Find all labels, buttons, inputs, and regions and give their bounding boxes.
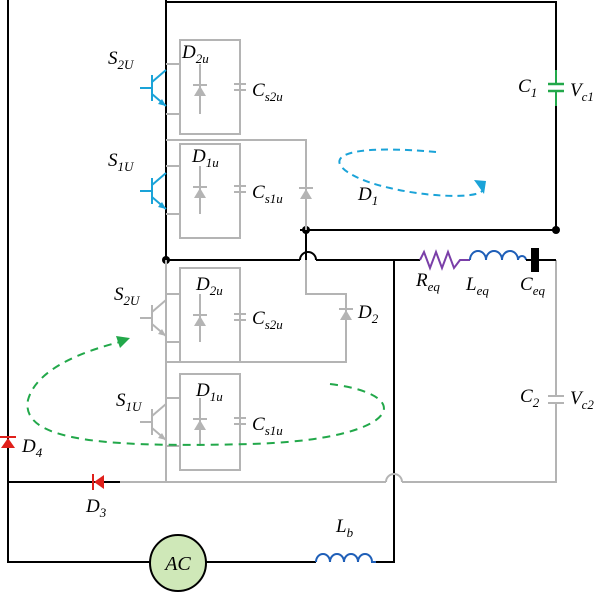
label-s2u-bottom: S2U [114, 284, 141, 308]
label-cs1u-bottom: Cs1u [252, 414, 283, 438]
s2u-bottom-switch [140, 299, 167, 337]
label-d1: D1 [357, 184, 378, 208]
s1u-bottom-switch [140, 403, 167, 441]
s1u-top-cell [140, 143, 246, 239]
leq-inductor [469, 250, 527, 261]
junction-dots [162, 226, 560, 264]
component-labels: S2U D2u Cs2u S1U D1u Cs1u D1 S2U D2u Cs2… [21, 42, 594, 540]
c2-capacitor [548, 380, 564, 420]
label-c2: C2 [520, 386, 540, 410]
ceq-capacitor [526, 248, 556, 272]
label-cs2u-top: Cs2u [252, 80, 283, 104]
label-vc2: Vc2 [570, 388, 594, 412]
s2u-top-cell [140, 39, 246, 135]
label-leq: Leq [465, 274, 489, 298]
s2u-top-switch [140, 69, 167, 107]
label-d4: D4 [21, 436, 43, 460]
s1u-top-switch [140, 172, 167, 210]
s2u-bottom-cell [140, 267, 246, 363]
d4-diode [0, 436, 16, 448]
label-d2u-top: D2u [181, 42, 209, 66]
d1u-bottom-diode [193, 398, 207, 446]
d2u-top-diode [193, 64, 207, 114]
label-s1u-top: S1U [108, 150, 135, 174]
s1u-bottom-cell [140, 373, 246, 471]
label-s2u-top: S2U [108, 48, 135, 72]
label-d1u-top: D1u [191, 146, 219, 170]
d3-diode [80, 474, 120, 490]
current-loop-upper [338, 148, 486, 197]
c1-capacitor [548, 70, 564, 106]
d1-diode [299, 180, 313, 200]
cs1u-bottom-capacitor [234, 398, 246, 446]
lb-inductor [315, 553, 376, 563]
cs2u-top-capacitor [234, 64, 246, 114]
cs2u-bottom-capacitor [234, 294, 246, 342]
label-req: Req [415, 270, 440, 294]
label-ceq: Ceq [520, 274, 545, 298]
label-cs1u-top: Cs1u [252, 182, 283, 206]
ac-source-label: AC [163, 553, 191, 575]
d1u-top-diode [193, 166, 207, 214]
d2-diode [339, 304, 353, 324]
label-lb: Lb [335, 516, 354, 540]
label-d2u-bottom: D2u [195, 274, 223, 298]
label-c1: C1 [518, 76, 537, 100]
req-resistor [419, 249, 470, 271]
inactive-wiring [120, 139, 557, 483]
label-vc1: Vc1 [570, 80, 594, 104]
label-d3: D3 [85, 496, 107, 520]
cs1u-top-capacitor [234, 166, 246, 214]
label-cs2u-bottom: Cs2u [252, 308, 283, 332]
current-loop-lower [26, 336, 385, 446]
label-s1u-bottom: S1U [116, 390, 143, 414]
label-d1u-bottom: D1u [195, 380, 223, 404]
ac-source: AC [149, 534, 207, 592]
d2u-bottom-diode [193, 294, 207, 342]
active-wiring [7, 0, 557, 563]
label-d2: D2 [357, 302, 379, 326]
